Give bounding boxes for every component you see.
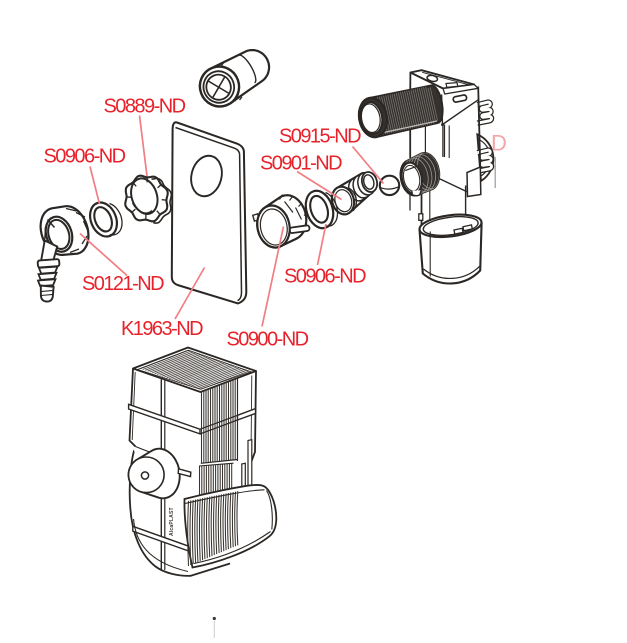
svg-text:S0915-ND: S0915-ND — [279, 126, 361, 148]
svg-text:D: D — [491, 131, 507, 156]
svg-text:S0889-ND: S0889-ND — [104, 96, 186, 118]
svg-text:S0906-ND: S0906-ND — [284, 266, 366, 288]
svg-text:S0901-ND: S0901-ND — [260, 153, 342, 175]
svg-text:K1963-ND: K1963-ND — [121, 318, 203, 340]
svg-text:S0906-ND: S0906-ND — [44, 146, 126, 168]
svg-text:AlcaPLAST: AlcaPLAST — [169, 507, 175, 536]
svg-text:S0121-ND: S0121-ND — [82, 273, 164, 295]
svg-text:S0900-ND: S0900-ND — [227, 329, 309, 351]
